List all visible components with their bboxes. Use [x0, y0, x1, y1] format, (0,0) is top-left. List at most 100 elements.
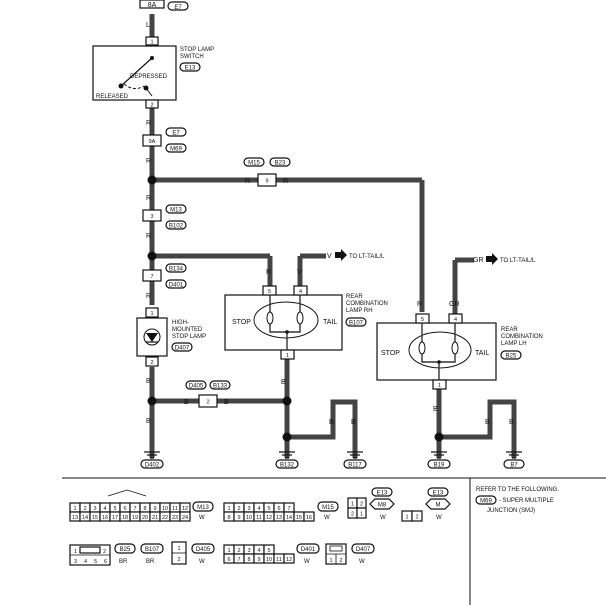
svg-text:B25: B25 — [120, 547, 131, 553]
svg-text:1: 1 — [351, 502, 354, 508]
switch-title: SWITCH — [180, 54, 204, 60]
connector-pin-label: 4 — [257, 548, 260, 554]
svg-text:2: 2 — [150, 360, 153, 366]
svg-text:M13: M13 — [170, 208, 182, 214]
svg-text:BR: BR — [146, 559, 155, 565]
pin-label: 1 — [150, 40, 153, 46]
svg-text:4: 4 — [299, 289, 302, 295]
svg-text:2: 2 — [351, 512, 354, 518]
wire-color-label: L — [146, 22, 150, 29]
connector-pin-label: 14 — [82, 515, 88, 521]
connector-pin-label: 3 — [247, 548, 250, 554]
connector-pin-label: 8 — [247, 557, 250, 563]
svg-text:R: R — [146, 158, 151, 165]
fuse-8a: 8A E7 L — [139, 0, 189, 29]
svg-text:W: W — [359, 559, 365, 565]
svg-text:V: V — [297, 269, 302, 276]
connector-m: 1 2 E13 M W — [401, 487, 451, 522]
connector-b107: B107 BR — [140, 543, 164, 565]
svg-text:3: 3 — [74, 559, 77, 565]
connector-pin-label: 12 — [266, 515, 272, 521]
ground-icon — [144, 451, 160, 459]
svg-text:B: B — [224, 399, 229, 406]
high-mounted-stop-lamp: 1 2 HIGH- MOUNTED STOP LAMP D407 B B — [136, 307, 206, 425]
rh-tail-label: TAIL — [323, 319, 337, 326]
connector-pin-label: 21 — [152, 515, 158, 521]
ground-label: B117 — [348, 463, 362, 469]
svg-text:E7: E7 — [172, 131, 180, 137]
svg-text:M69: M69 — [170, 147, 182, 153]
svg-text:1: 1 — [150, 311, 153, 317]
connector-pin-label: 16 — [102, 515, 108, 521]
junction-7 — [142, 269, 162, 282]
svg-text:W: W — [304, 559, 310, 565]
connector-pin-label: 9 — [257, 557, 260, 563]
junction-9a — [142, 134, 162, 147]
rear-combination-lamp-rh: 5 4 1 STOP TAIL REAR COMBINATION LAMP RH… — [224, 249, 388, 386]
connector-m8: 1 2 2 1 E13 M8 W — [347, 487, 395, 521]
svg-text:- SUPER MULTIPLE: - SUPER MULTIPLE — [499, 498, 554, 504]
connector-pin-label: 12 — [286, 557, 292, 563]
connector-pin-cell — [283, 553, 295, 564]
stop-lamp-switch: 1 2 DEPRESSED RELEASED STOP LAMP SWITCH … — [92, 36, 214, 109]
connector-pin-label: 10 — [266, 557, 272, 563]
connector-pin-label: 11 — [276, 557, 282, 563]
connector-pin-label: 9 — [237, 515, 240, 521]
switch-title: STOP LAMP — [180, 47, 214, 53]
svg-text:B23: B23 — [275, 161, 286, 167]
hm-lamp-icon — [143, 328, 161, 346]
svg-text:V: V — [327, 253, 332, 260]
svg-text:B25: B25 — [506, 354, 517, 360]
svg-text:LAMP LH: LAMP LH — [501, 341, 527, 347]
svg-text:MOUNTED: MOUNTED — [172, 327, 203, 333]
connector-pin-label: 3 — [247, 506, 250, 512]
svg-text:LAMP RH: LAMP RH — [346, 308, 373, 314]
lh-to-tail-label: TO LT-TAIL/L — [500, 258, 536, 264]
ground-symbols: D402 B132 B117 B19 B7 — [140, 451, 525, 469]
connector-pin-cell — [179, 511, 191, 522]
connector-pin-label: 5 — [267, 548, 270, 554]
connector-pin-label: 7 — [287, 506, 290, 512]
svg-text:B133: B133 — [213, 384, 228, 390]
connector-pin-label: 20 — [142, 515, 148, 521]
svg-text:9: 9 — [265, 179, 268, 185]
svg-text:GR: GR — [473, 257, 484, 264]
svg-text:R: R — [146, 293, 151, 300]
connector-pin-label: 17 — [112, 515, 118, 521]
connector-pin-label: 11 — [256, 515, 262, 521]
wire-lh-gnd-b7 — [439, 399, 517, 458]
connector-pin-label: 15 — [92, 515, 98, 521]
pin-label: 2 — [150, 103, 153, 109]
wiring — [149, 14, 517, 458]
svg-text:4: 4 — [84, 559, 87, 565]
lh-tail-label: TAIL — [475, 350, 489, 357]
rh-stop-label: STOP — [232, 319, 251, 326]
svg-text:1: 1 — [405, 515, 408, 521]
ground-icon — [431, 451, 447, 459]
svg-text:W: W — [199, 559, 205, 565]
arrow-right-icon — [486, 253, 498, 265]
connector-pin-label: 4 — [103, 506, 106, 512]
svg-text:W: W — [380, 515, 386, 521]
switch-released-label: RELEASED — [96, 94, 129, 100]
svg-text:R: R — [146, 233, 151, 240]
connector-pin-label: 13 — [72, 515, 78, 521]
svg-text:M13: M13 — [197, 505, 209, 511]
connector-pin-label: 6 — [277, 506, 280, 512]
svg-text:B: B — [184, 399, 189, 406]
svg-text:M: M — [436, 503, 441, 509]
splice-dot — [434, 432, 444, 442]
svg-text:R: R — [417, 301, 422, 308]
svg-text:W: W — [436, 515, 442, 521]
connector-pin-label: 13 — [276, 515, 282, 521]
svg-text:W: W — [324, 515, 330, 521]
ground-label: D402 — [145, 463, 160, 469]
lh-stop-label: STOP — [381, 350, 400, 357]
svg-text:COMBINATION: COMBINATION — [346, 301, 388, 307]
svg-text:M15: M15 — [322, 505, 334, 511]
svg-text:1: 1 — [329, 558, 332, 564]
bottom-junction-2: 2 D405 B133 B B — [184, 380, 231, 408]
